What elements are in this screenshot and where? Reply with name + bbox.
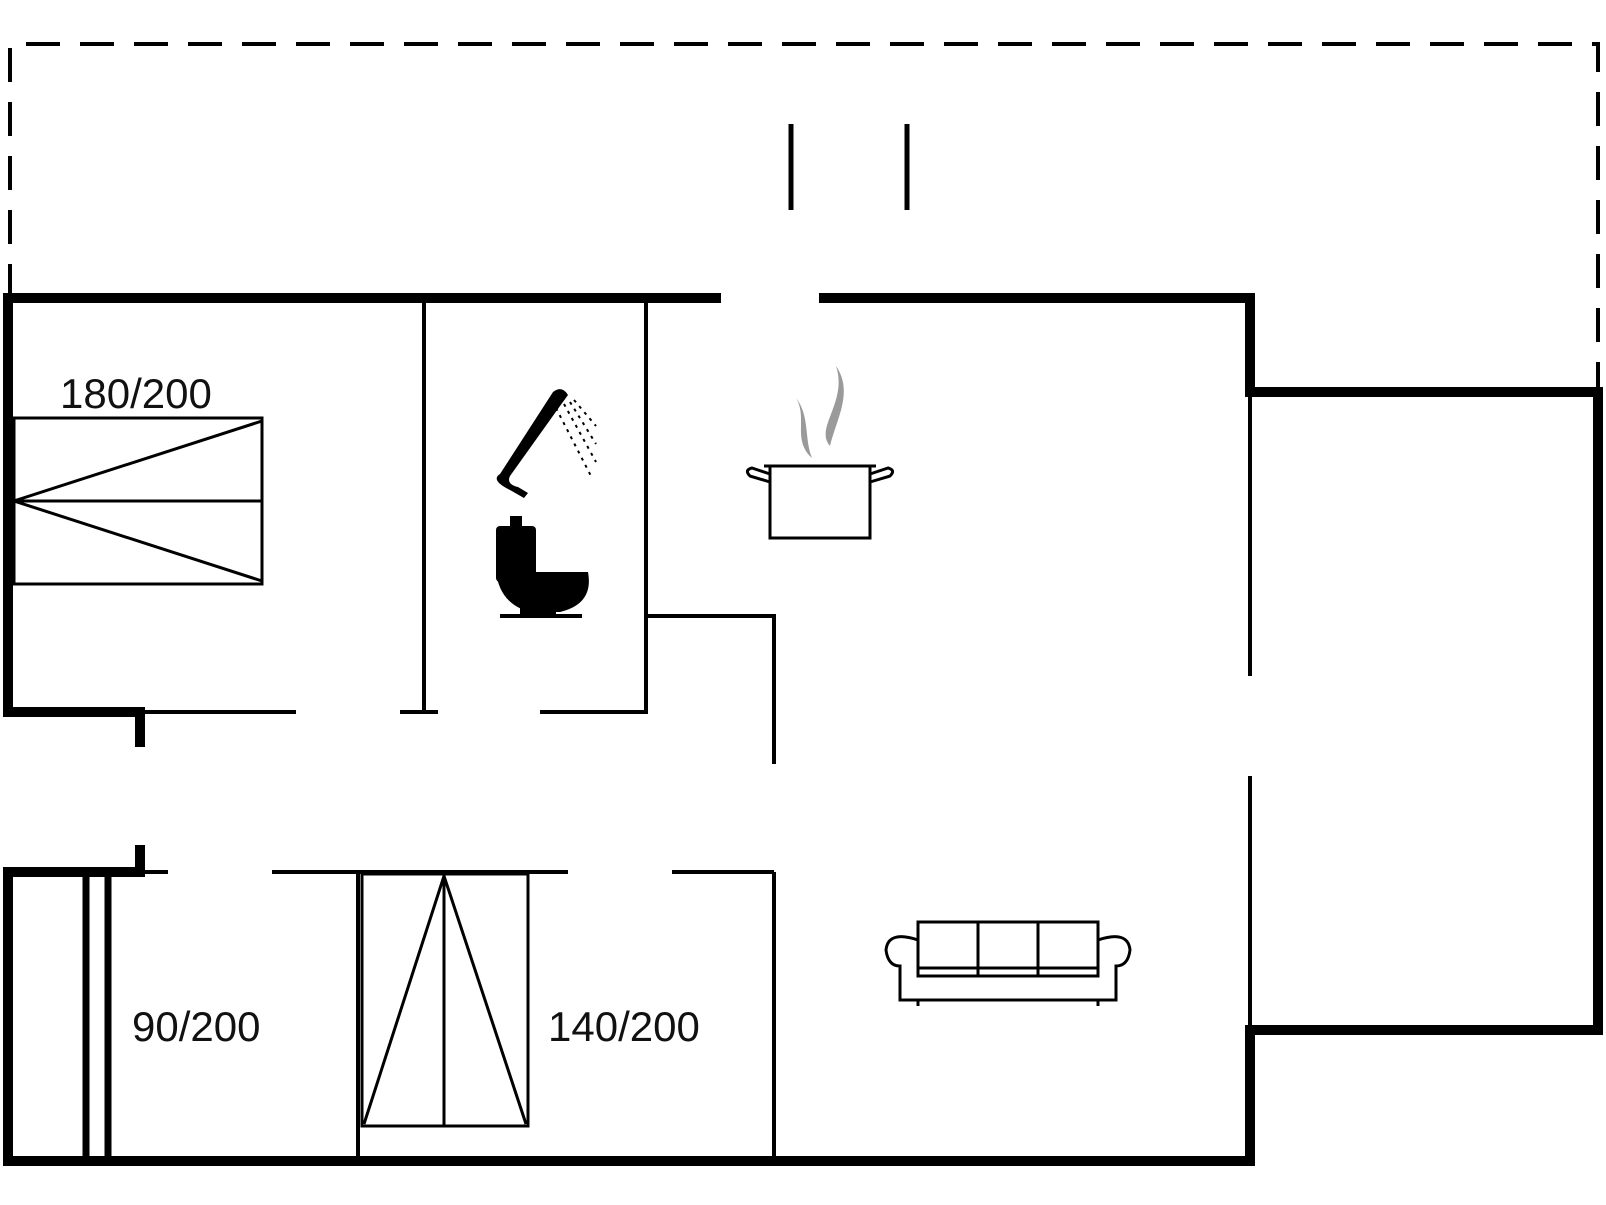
interior-walls (140, 300, 1252, 1161)
cooking-pot-icon (745, 366, 895, 540)
single-bed-label: 90/200 (132, 1003, 260, 1050)
toilet-icon (496, 516, 589, 618)
terrace-outline (8, 42, 1600, 392)
medium-bed (360, 871, 530, 1128)
double-bed (9, 416, 264, 586)
double-bed-label: 180/200 (60, 370, 212, 417)
terrace-posts (788, 124, 910, 210)
single-bed (8, 872, 112, 1162)
sofa-icon (884, 920, 1132, 1006)
exterior-walls (3, 293, 1603, 1166)
shower-icon (496, 389, 597, 498)
medium-bed-label: 140/200 (548, 1003, 700, 1050)
